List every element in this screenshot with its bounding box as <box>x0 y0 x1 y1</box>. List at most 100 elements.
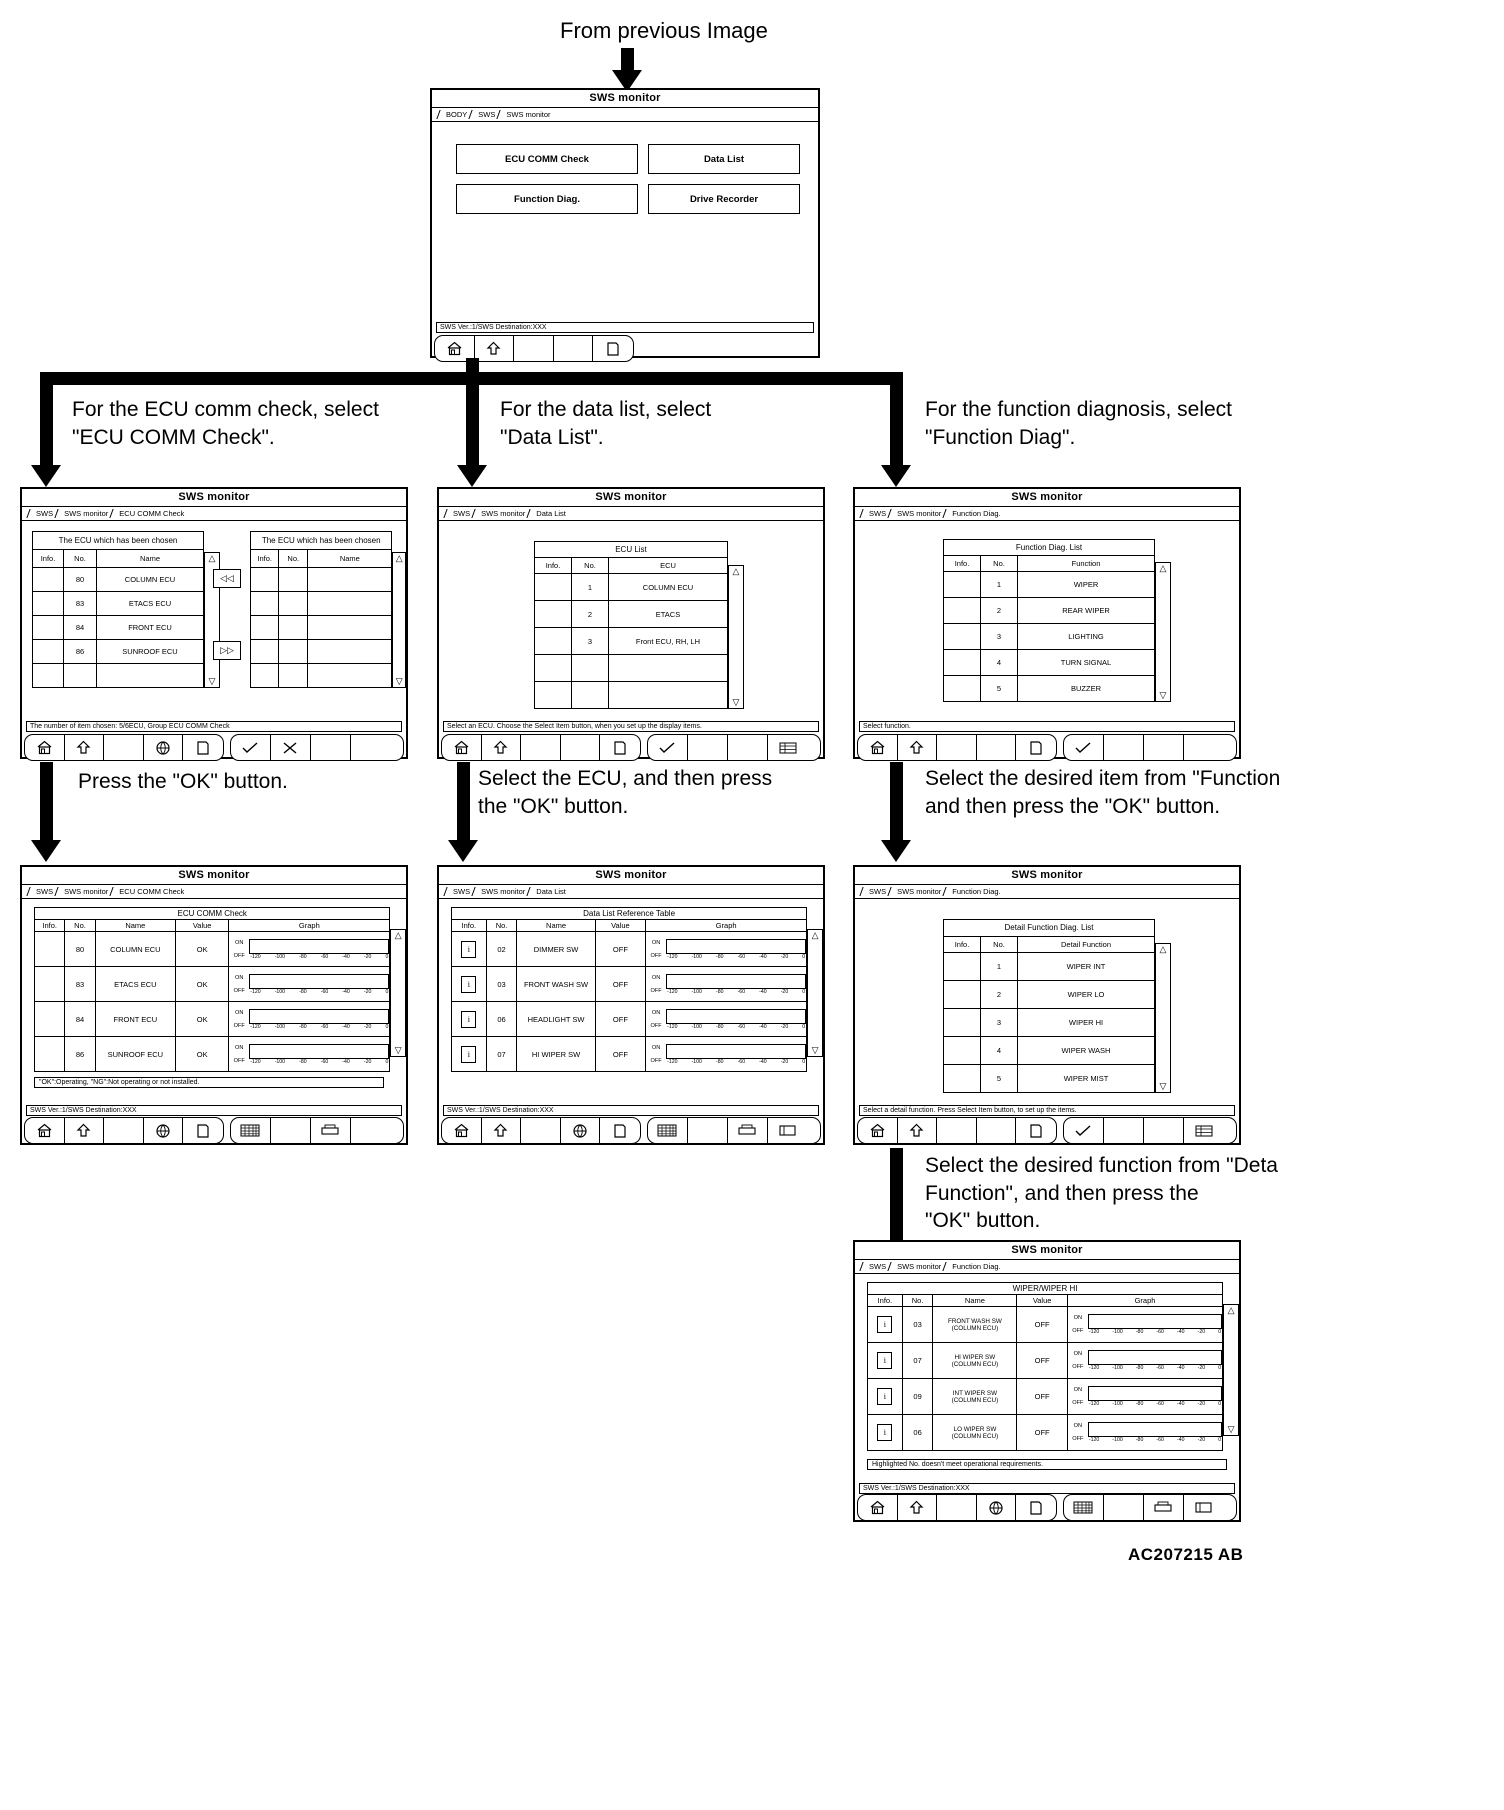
back-up-arrow-icon[interactable] <box>65 735 105 760</box>
breadcrumb-item[interactable]: SWS monitor <box>897 1262 942 1271</box>
page-icon[interactable] <box>593 336 633 361</box>
table-row[interactable] <box>249 663 393 688</box>
scroll-down-icon[interactable]: ▽ <box>732 697 740 707</box>
function-diag-list-table[interactable]: Function Diag. List Info. No. Function 1… <box>943 539 1155 702</box>
page-icon[interactable] <box>600 1118 640 1143</box>
table-row[interactable]: i 03 FRONT WASH SW (COLUMN ECU) OFF ON O… <box>867 1306 1224 1343</box>
printer-icon[interactable] <box>728 1118 768 1143</box>
scroll-up-icon[interactable]: △ <box>395 553 403 563</box>
back-up-arrow-icon[interactable] <box>482 1118 522 1143</box>
menu-button-drive-recorder[interactable]: Drive Recorder <box>648 184 800 214</box>
breadcrumb-item[interactable]: SWS <box>453 887 471 896</box>
toolbar-empty-slot[interactable] <box>688 1118 728 1143</box>
menu-button-function-diag[interactable]: Function Diag. <box>456 184 638 214</box>
home-icon[interactable] <box>442 1118 482 1143</box>
table-row[interactable]: 83 ETACS ECU OK ON OFF -120 <box>33 966 391 1002</box>
back-up-arrow-icon[interactable] <box>898 1495 938 1520</box>
scroll-up-icon[interactable]: △ <box>1159 944 1167 954</box>
breadcrumb-item[interactable]: SWS <box>869 509 887 518</box>
back-up-arrow-icon[interactable] <box>65 1118 105 1143</box>
table-row[interactable]: i 07 HI WIPER SW OFF ON OFF <box>451 1036 808 1072</box>
scrollbar-left[interactable]: △ ▽ <box>204 552 220 688</box>
toolbar-empty-slot-2[interactable] <box>728 735 768 760</box>
breadcrumb-item[interactable]: ECU COMM Check <box>119 509 185 518</box>
table-row[interactable]: 86 SUNROOF ECU OK ON OFF -1 <box>33 1036 391 1072</box>
table-row[interactable]: i 07 HI WIPER SW (COLUMN ECU) OFF ON OFF <box>867 1342 1224 1379</box>
breadcrumb-item[interactable]: SWS <box>36 887 54 896</box>
globe-icon[interactable] <box>561 1118 601 1143</box>
toolbar-empty-slot[interactable] <box>937 1495 977 1520</box>
scroll-up-icon[interactable]: △ <box>732 566 740 576</box>
list-icon[interactable] <box>1184 1118 1224 1143</box>
breadcrumb-item[interactable]: SWS monitor <box>897 887 942 896</box>
scroll-down-icon[interactable]: ▽ <box>394 1045 402 1055</box>
menu-button-data-list[interactable]: Data List <box>648 144 800 174</box>
home-icon[interactable] <box>858 1495 898 1520</box>
breadcrumb-item[interactable]: Function Diag. <box>952 887 1001 896</box>
scrollbar[interactable]: △ ▽ <box>1223 1304 1239 1436</box>
toolbar-empty-slot-2[interactable] <box>351 1118 391 1143</box>
back-up-arrow-icon[interactable] <box>898 735 938 760</box>
breadcrumb-item[interactable]: SWS monitor <box>64 509 109 518</box>
keyboard-icon[interactable] <box>648 1118 688 1143</box>
scroll-up-icon[interactable]: △ <box>811 930 819 940</box>
table-row[interactable] <box>32 663 204 688</box>
table-row[interactable]: i 06 LO WIPER SW (COLUMN ECU) OFF ON OFF <box>867 1414 1224 1451</box>
table-row[interactable]: 84 FRONT ECU OK ON OFF -120 <box>33 1001 391 1037</box>
info-icon[interactable]: i <box>877 1316 893 1333</box>
menu-button-ecu-comm-check[interactable]: ECU COMM Check <box>456 144 638 174</box>
toolbar-empty-slot[interactable] <box>1104 1495 1144 1520</box>
function-diag-result-table[interactable]: WIPER/WIPER HI Info. No. Name Value Grap… <box>866 1282 1224 1451</box>
globe-icon[interactable] <box>144 1118 184 1143</box>
page-icon[interactable] <box>1016 1495 1056 1520</box>
table-row[interactable]: i 03 FRONT WASH SW OFF ON OFF <box>451 966 808 1002</box>
table-row[interactable]: i 09 INT WIPER SW (COLUMN ECU) OFF ON OF… <box>867 1378 1224 1415</box>
check-ok-icon[interactable] <box>231 735 271 760</box>
scrollbar[interactable]: △ ▽ <box>728 565 744 709</box>
breadcrumb-item[interactable]: SWS monitor <box>481 887 526 896</box>
home-icon[interactable] <box>25 1118 65 1143</box>
globe-icon[interactable] <box>977 1495 1017 1520</box>
breadcrumb[interactable]: BODY SWS SWS monitor <box>432 108 818 122</box>
scroll-down-icon[interactable]: ▽ <box>811 1045 819 1055</box>
scroll-down-icon[interactable]: ▽ <box>1159 1081 1167 1091</box>
toolbar-empty-slot-2[interactable] <box>1144 1118 1184 1143</box>
page-icon[interactable] <box>600 735 640 760</box>
back-up-arrow-icon[interactable] <box>482 735 522 760</box>
table-row[interactable] <box>249 615 393 640</box>
check-ok-icon[interactable] <box>1064 735 1104 760</box>
breadcrumb-item[interactable]: SWS monitor <box>64 887 109 896</box>
toolbar-empty-slot[interactable] <box>937 1118 977 1143</box>
toolbar-empty-slot[interactable] <box>937 735 977 760</box>
breadcrumb-item[interactable]: SWS <box>869 887 887 896</box>
home-icon[interactable] <box>858 735 898 760</box>
cancel-x-icon[interactable] <box>271 735 311 760</box>
toolbar-empty-slot[interactable] <box>521 735 561 760</box>
toolbar-empty-slot-2[interactable] <box>977 735 1017 760</box>
breadcrumb-item[interactable]: BODY <box>446 110 468 119</box>
table-row[interactable]: 80 COLUMN ECU OK ON OFF -12 <box>33 931 391 967</box>
check-ok-icon[interactable] <box>1064 1118 1104 1143</box>
move-right-button[interactable]: ▷▷ <box>213 641 241 660</box>
table-row[interactable] <box>534 681 728 709</box>
page-icon[interactable] <box>183 735 223 760</box>
info-icon[interactable]: i <box>461 1045 477 1063</box>
screen-icon[interactable] <box>768 1118 808 1143</box>
home-icon[interactable] <box>435 336 475 361</box>
breadcrumb[interactable]: SWS SWS monitor Data List <box>439 885 823 899</box>
keyboard-icon[interactable] <box>1064 1495 1104 1520</box>
page-icon[interactable] <box>1016 735 1056 760</box>
home-icon[interactable] <box>442 735 482 760</box>
chosen-ecu-table-left[interactable]: The ECU which has been chosen Info. No. … <box>32 531 204 688</box>
screen-icon[interactable] <box>1184 1495 1224 1520</box>
